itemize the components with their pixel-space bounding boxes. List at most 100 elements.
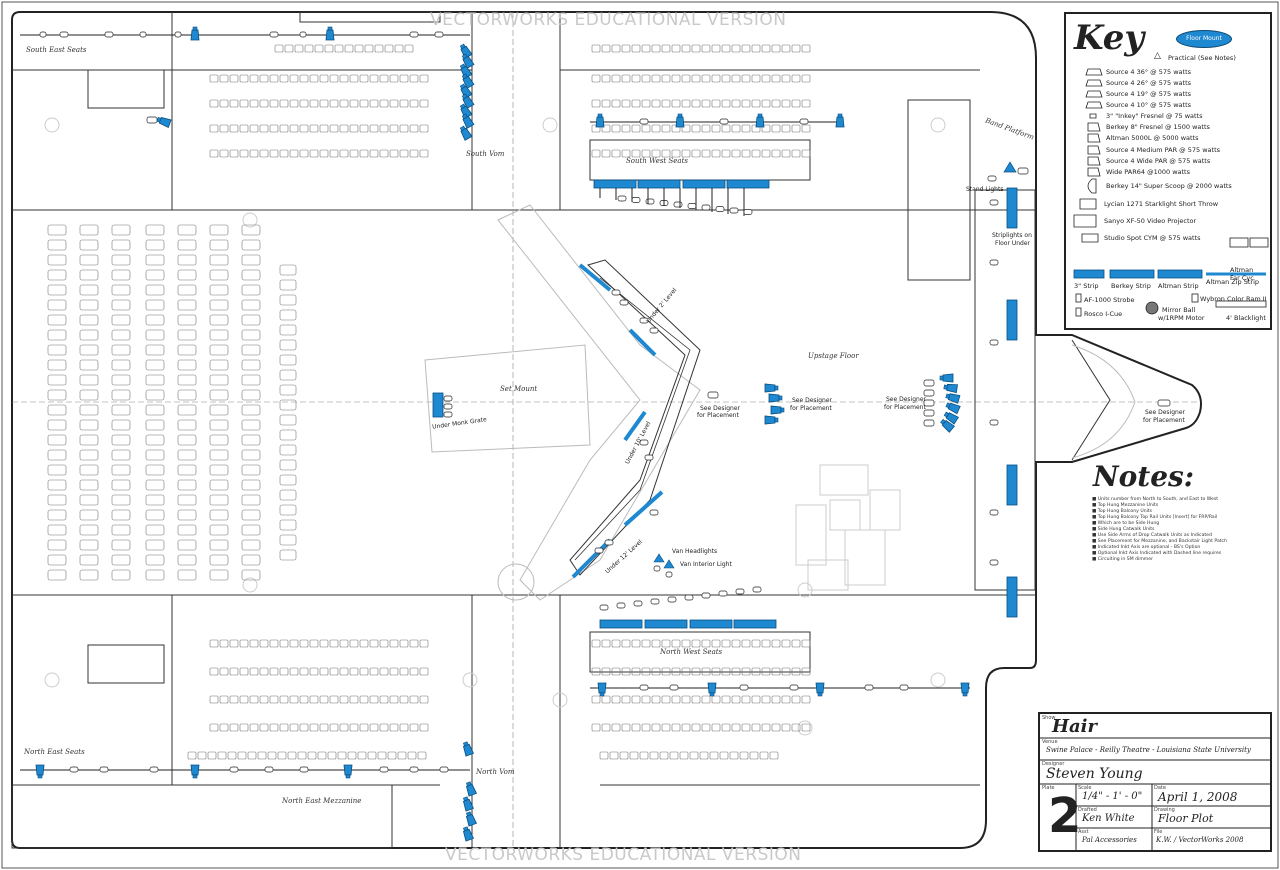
circuit-tag xyxy=(639,684,649,691)
seat xyxy=(641,149,651,158)
seat xyxy=(279,444,297,456)
seat xyxy=(47,239,67,251)
thrust-arc xyxy=(1071,344,1136,459)
seat xyxy=(791,639,801,648)
seat xyxy=(671,44,681,53)
seat xyxy=(369,149,379,158)
fixture-body xyxy=(835,116,845,128)
seat xyxy=(409,667,419,676)
seat xyxy=(229,723,239,732)
circuit-tag xyxy=(989,259,999,266)
key-icons xyxy=(1073,68,1269,317)
seat xyxy=(781,695,791,704)
seat xyxy=(209,254,229,266)
seat xyxy=(791,723,801,732)
key-mirror-ball xyxy=(1145,301,1159,315)
seat xyxy=(801,639,811,648)
seat xyxy=(387,751,397,760)
seat xyxy=(751,99,761,108)
fixture-body xyxy=(770,405,782,415)
circuit-tag xyxy=(667,596,677,603)
seat xyxy=(269,639,279,648)
seat xyxy=(241,494,261,506)
seat xyxy=(369,124,379,133)
seat xyxy=(731,124,741,133)
fixture-lens xyxy=(327,26,333,31)
seat xyxy=(47,569,67,581)
tb-file-label: File xyxy=(1154,829,1163,835)
seat xyxy=(79,554,99,566)
key-strip-swatch xyxy=(1157,269,1203,279)
tb-file: K.W. / VectorWorks 2008 xyxy=(1156,836,1244,844)
seat xyxy=(79,539,99,551)
seat xyxy=(761,667,771,676)
fixture-lens xyxy=(757,113,763,118)
seat xyxy=(781,44,791,53)
fixture-lens xyxy=(156,116,162,123)
seat xyxy=(591,99,601,108)
furniture xyxy=(819,464,869,496)
seat xyxy=(299,723,309,732)
seat xyxy=(47,479,67,491)
seat xyxy=(229,99,239,108)
seat xyxy=(751,44,761,53)
furniture xyxy=(829,499,861,531)
seat xyxy=(269,124,279,133)
box xyxy=(907,99,971,281)
seat xyxy=(259,639,269,648)
seat xyxy=(177,314,197,326)
seat xyxy=(741,149,751,158)
seat xyxy=(751,695,761,704)
circuit-tag xyxy=(923,389,935,397)
strip-light xyxy=(1006,464,1018,506)
seat xyxy=(369,723,379,732)
seat xyxy=(309,667,319,676)
seat xyxy=(751,74,761,83)
seat xyxy=(299,74,309,83)
circuit-tag xyxy=(701,204,711,211)
seat xyxy=(197,751,207,760)
seat xyxy=(111,524,131,536)
ramp-strip xyxy=(623,410,647,442)
seat xyxy=(177,479,197,491)
seat xyxy=(409,639,419,648)
seat xyxy=(47,539,67,551)
seat xyxy=(309,74,319,83)
note-line: ■ Top Hung Balcony Units xyxy=(1092,509,1153,514)
fixture-lens xyxy=(459,43,466,50)
seat xyxy=(317,751,327,760)
seat xyxy=(111,284,131,296)
strip-light xyxy=(637,179,681,189)
circuit-tag xyxy=(639,317,649,324)
seat xyxy=(389,99,399,108)
seat xyxy=(689,751,699,760)
seat xyxy=(631,124,641,133)
seat xyxy=(319,667,329,676)
furniture xyxy=(869,489,901,531)
seat xyxy=(241,554,261,566)
label-for-placement-1: for Placement xyxy=(697,412,739,419)
seat xyxy=(601,124,611,133)
seat xyxy=(177,389,197,401)
seat xyxy=(177,554,197,566)
note-line: ■ Top Hung Mezzanine Units xyxy=(1092,503,1159,508)
seat xyxy=(111,464,131,476)
seat xyxy=(591,723,601,732)
fixture-lens xyxy=(192,774,198,779)
seat xyxy=(269,695,279,704)
seat xyxy=(47,284,67,296)
label-see-designer-3: See Designer xyxy=(886,396,926,403)
circuit-tag xyxy=(611,289,621,296)
seat xyxy=(731,723,741,732)
practical xyxy=(1003,161,1017,173)
seat xyxy=(669,751,679,760)
label-see-designer-4: See Designer xyxy=(1145,409,1185,416)
key-icon xyxy=(1085,90,1103,98)
seat xyxy=(771,639,781,648)
seat xyxy=(241,224,261,236)
key-strobe xyxy=(1075,293,1082,303)
seat xyxy=(297,751,307,760)
fixture-unit xyxy=(461,53,475,69)
title-block-grid xyxy=(1040,737,1270,850)
seat xyxy=(661,124,671,133)
